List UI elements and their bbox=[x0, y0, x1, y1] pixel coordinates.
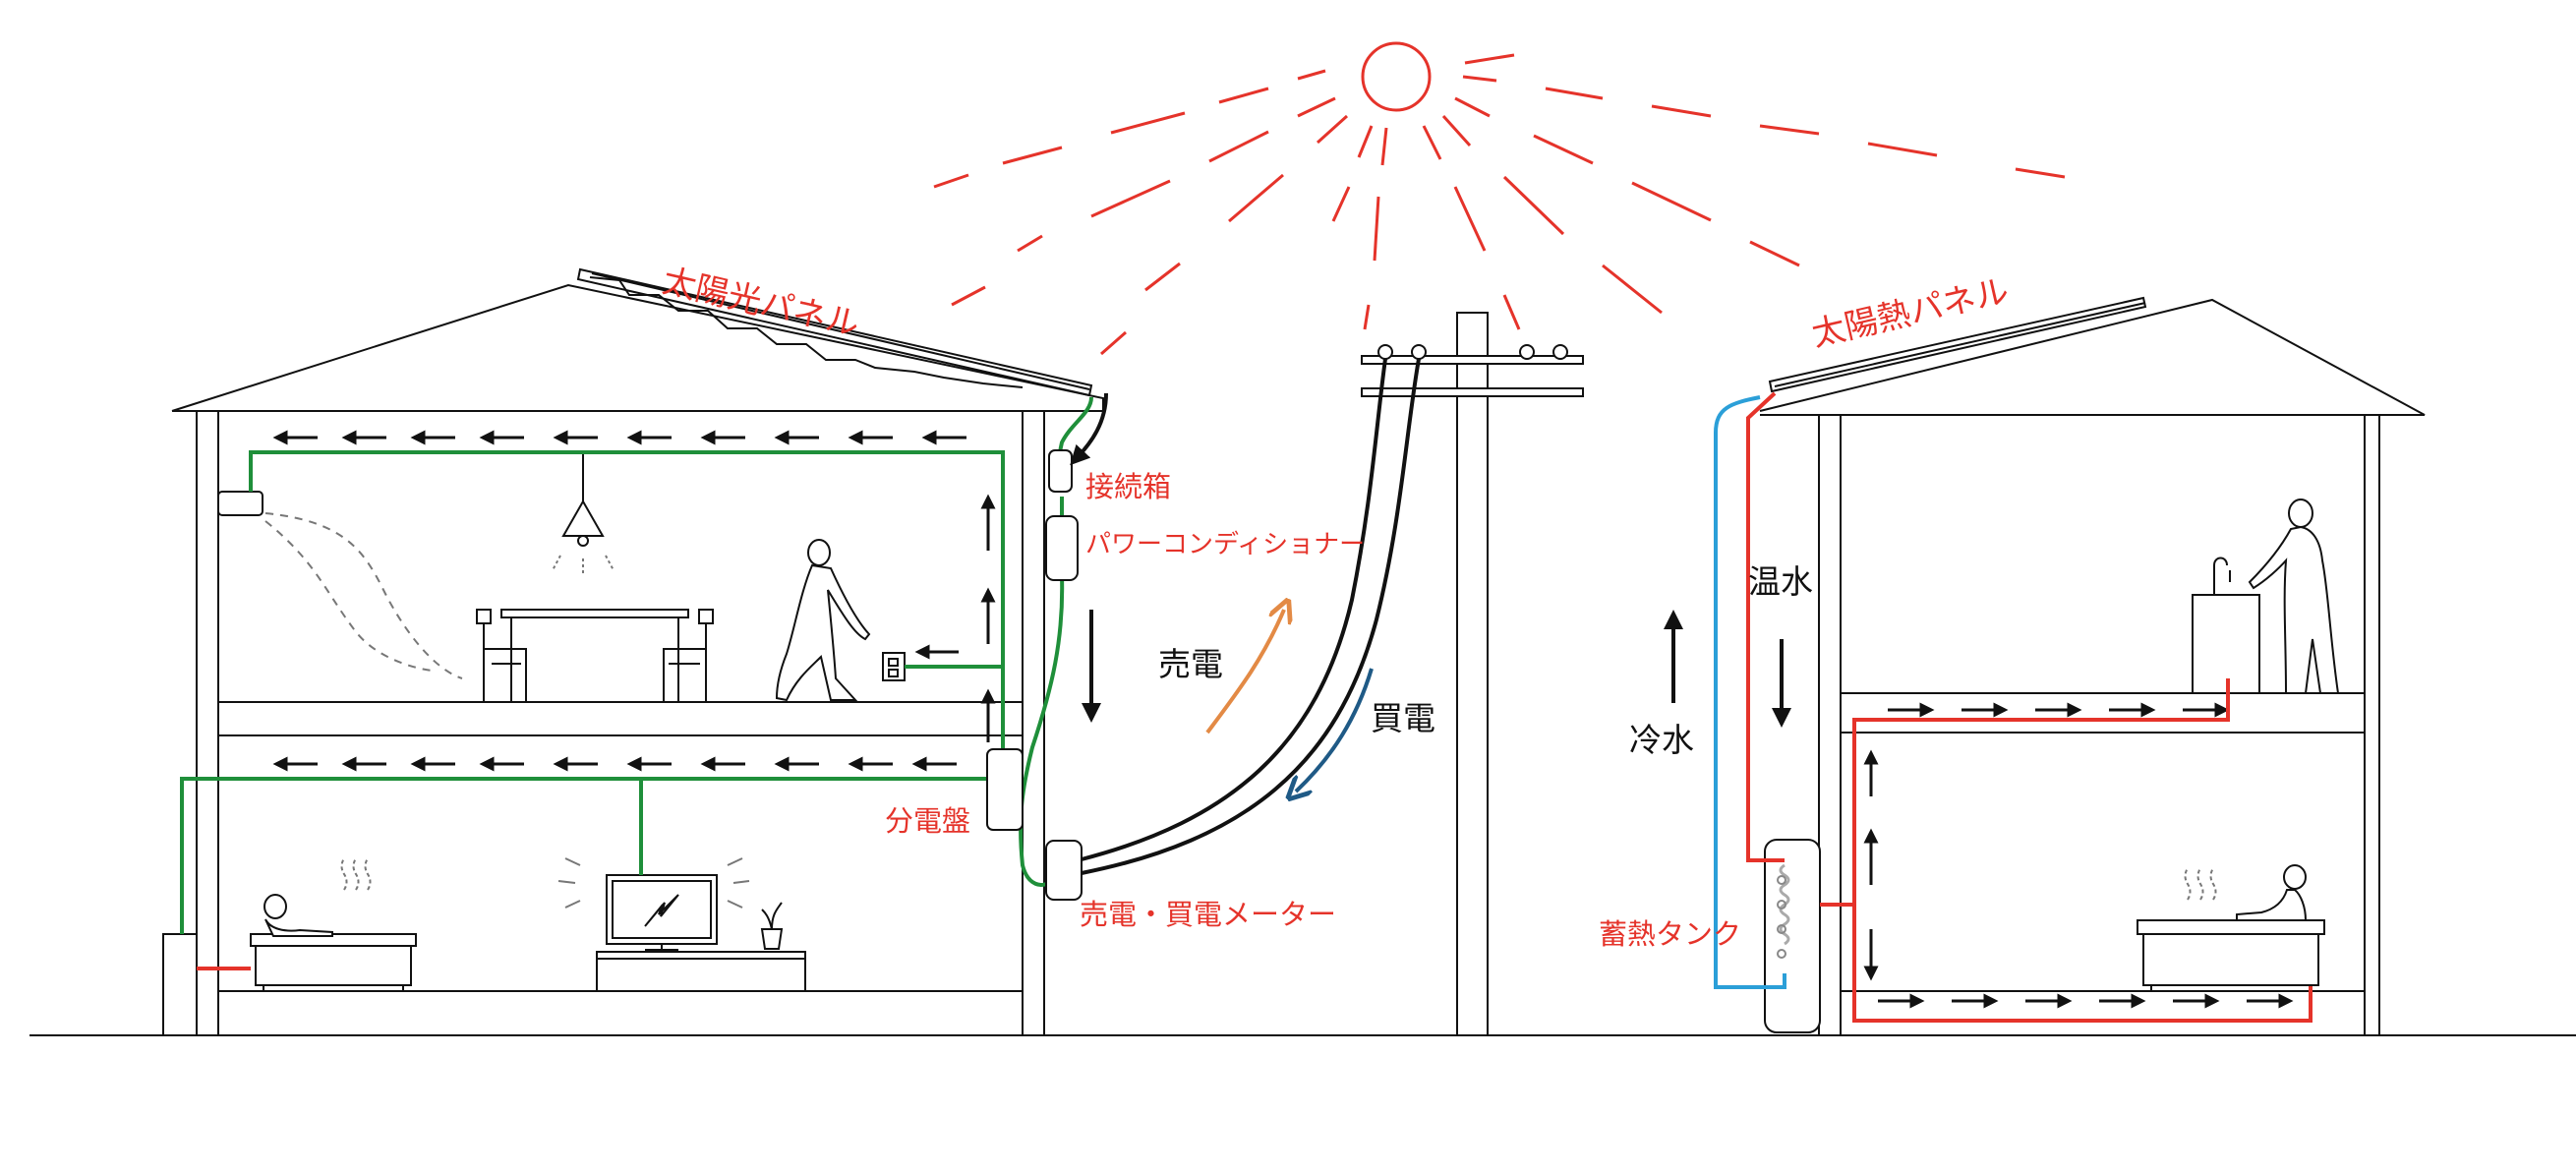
power-meter bbox=[1045, 840, 1083, 901]
storage-tank bbox=[1764, 839, 1821, 1033]
outdoor-water-heater bbox=[162, 933, 198, 1036]
label-sell-power: 売電 bbox=[1158, 645, 1223, 683]
walking-person bbox=[775, 539, 871, 702]
buy-power-arrow bbox=[1296, 668, 1374, 792]
power-conditioner bbox=[1045, 515, 1079, 581]
label-power-conditioner: パワーコンディショナー bbox=[1085, 530, 1365, 559]
junction-box bbox=[1048, 449, 1073, 493]
dining-table bbox=[476, 609, 714, 702]
utility-pole bbox=[1361, 312, 1584, 1036]
cold-water-pipe bbox=[1714, 395, 1786, 989]
standing-person bbox=[2248, 499, 2340, 694]
label-junction-box: 接続箱 bbox=[1085, 470, 1171, 503]
wall-outlet bbox=[882, 652, 906, 681]
solar-panel bbox=[576, 267, 1093, 397]
sun-rays bbox=[933, 53, 2066, 356]
potted-plant bbox=[760, 902, 784, 950]
sink bbox=[2192, 557, 2260, 694]
distribution-board bbox=[986, 748, 1024, 831]
label-buy-power: 買電 bbox=[1371, 699, 1435, 737]
panel-to-junction-arrow bbox=[1070, 392, 1108, 466]
wall-devices bbox=[986, 449, 1083, 901]
flow-arrows-vertical bbox=[914, 494, 2294, 1009]
ac-airflow bbox=[264, 512, 463, 679]
ceiling-lamp bbox=[552, 452, 615, 576]
ac-airflow-2 bbox=[264, 520, 434, 672]
television bbox=[557, 857, 806, 992]
sun bbox=[1361, 41, 1432, 112]
label-distribution-board: 分電盤 bbox=[885, 804, 970, 838]
right-house bbox=[1759, 298, 2426, 1035]
label-storage-tank: 蓄熱タンク bbox=[1599, 917, 1741, 951]
sell-power-arrow bbox=[1205, 610, 1284, 734]
label-meter: 売電・買電メーター bbox=[1080, 898, 1336, 931]
bathtub-left bbox=[250, 857, 417, 991]
green-wiring bbox=[180, 396, 1093, 934]
solar-thermal-panel bbox=[1768, 296, 2147, 393]
air-conditioner bbox=[217, 491, 263, 516]
label-cold-water: 冷水 bbox=[1629, 721, 1694, 759]
hot-water-pipe bbox=[1746, 391, 1785, 862]
grid-cables bbox=[1081, 358, 1421, 875]
red-floor-pipe bbox=[1852, 905, 2313, 1023]
red-loop-pipe bbox=[1820, 678, 2230, 907]
label-hot-water: 温水 bbox=[1748, 562, 1813, 601]
bathtub-right bbox=[2137, 864, 2325, 991]
